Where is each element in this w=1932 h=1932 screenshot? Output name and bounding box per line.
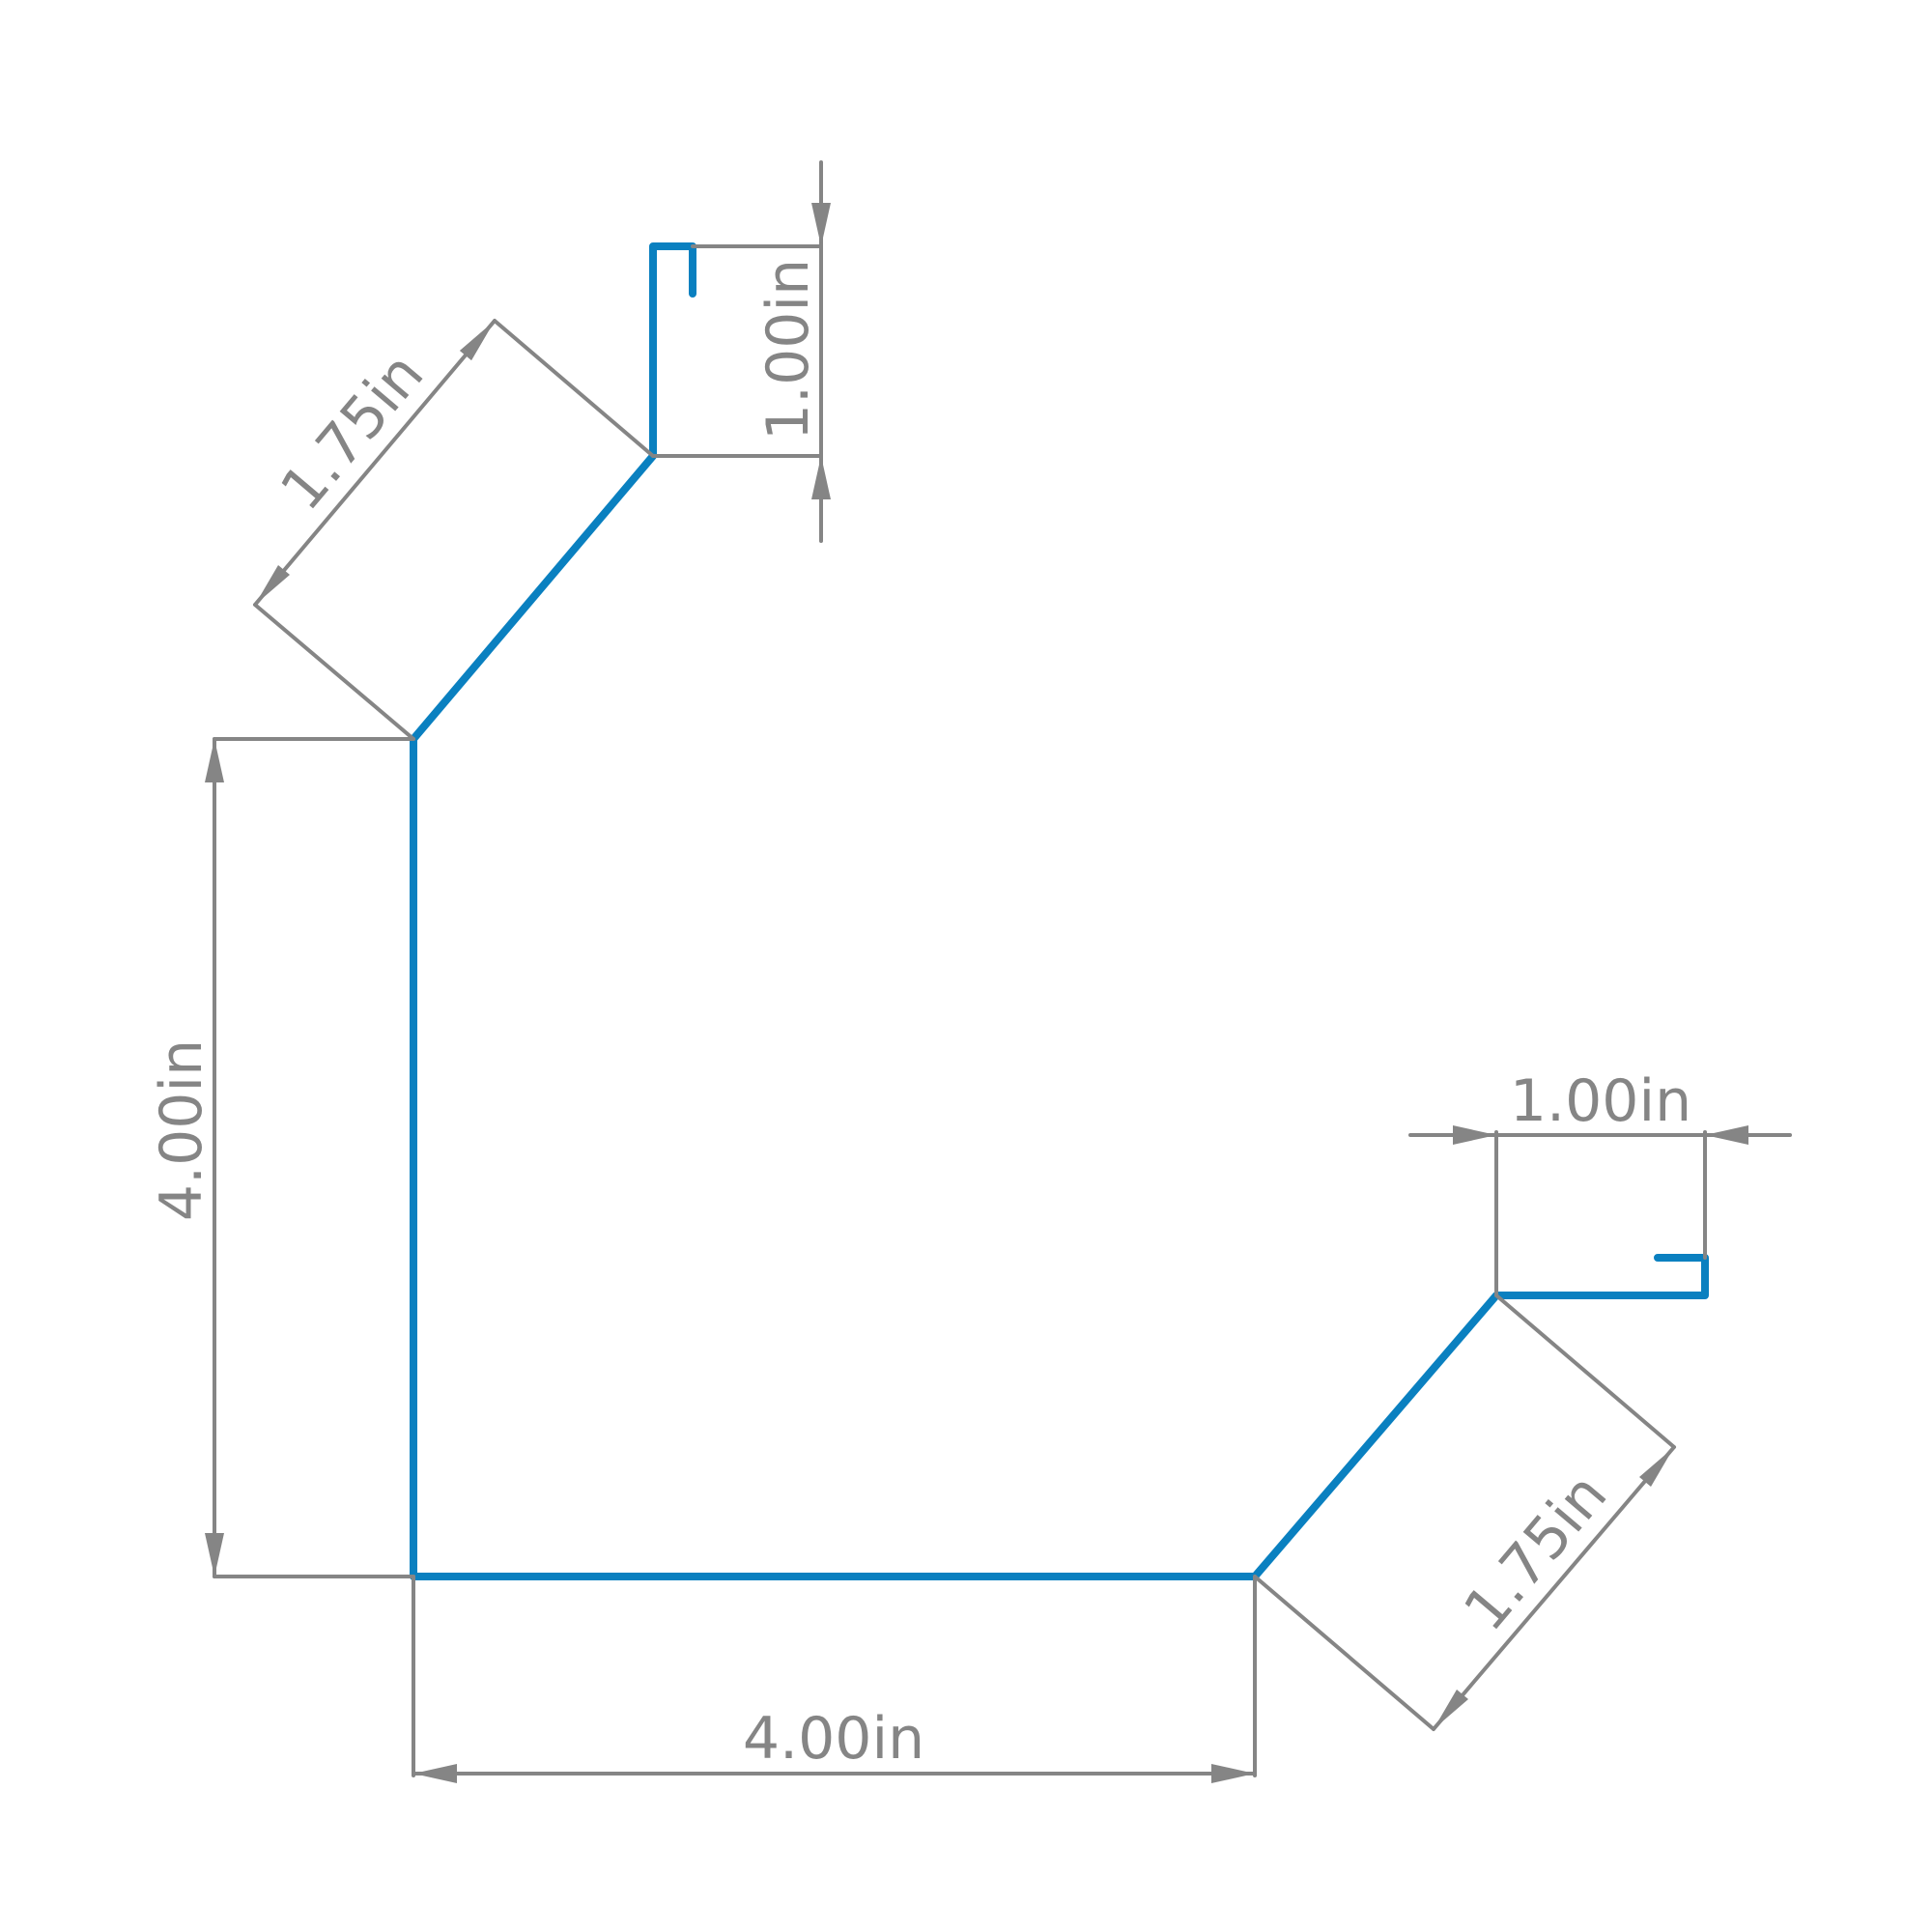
dim-lower-diagonal: 1.75in [1253, 1293, 1676, 1731]
dim-top-flange: 1.00in [651, 160, 831, 543]
dim-bottom-horizontal: 4.00in [412, 1575, 1257, 1783]
dim-right-flange: 1.00in [1408, 1067, 1792, 1297]
profile-outline [410, 242, 1709, 1580]
dim-right-flange-label: 1.00in [1510, 1067, 1691, 1135]
dim-top-flange-label: 1.00in [754, 259, 822, 440]
dim-left-vertical-label: 4.00in [148, 1039, 215, 1221]
dim-lower-diagonal-label: 1.75in [1451, 1462, 1620, 1644]
dim-upper-diagonal-label: 1.75in [268, 341, 437, 524]
dim-left-vertical: 4.00in [148, 737, 415, 1578]
dim-bottom-horizontal-label: 4.00in [743, 1705, 924, 1773]
